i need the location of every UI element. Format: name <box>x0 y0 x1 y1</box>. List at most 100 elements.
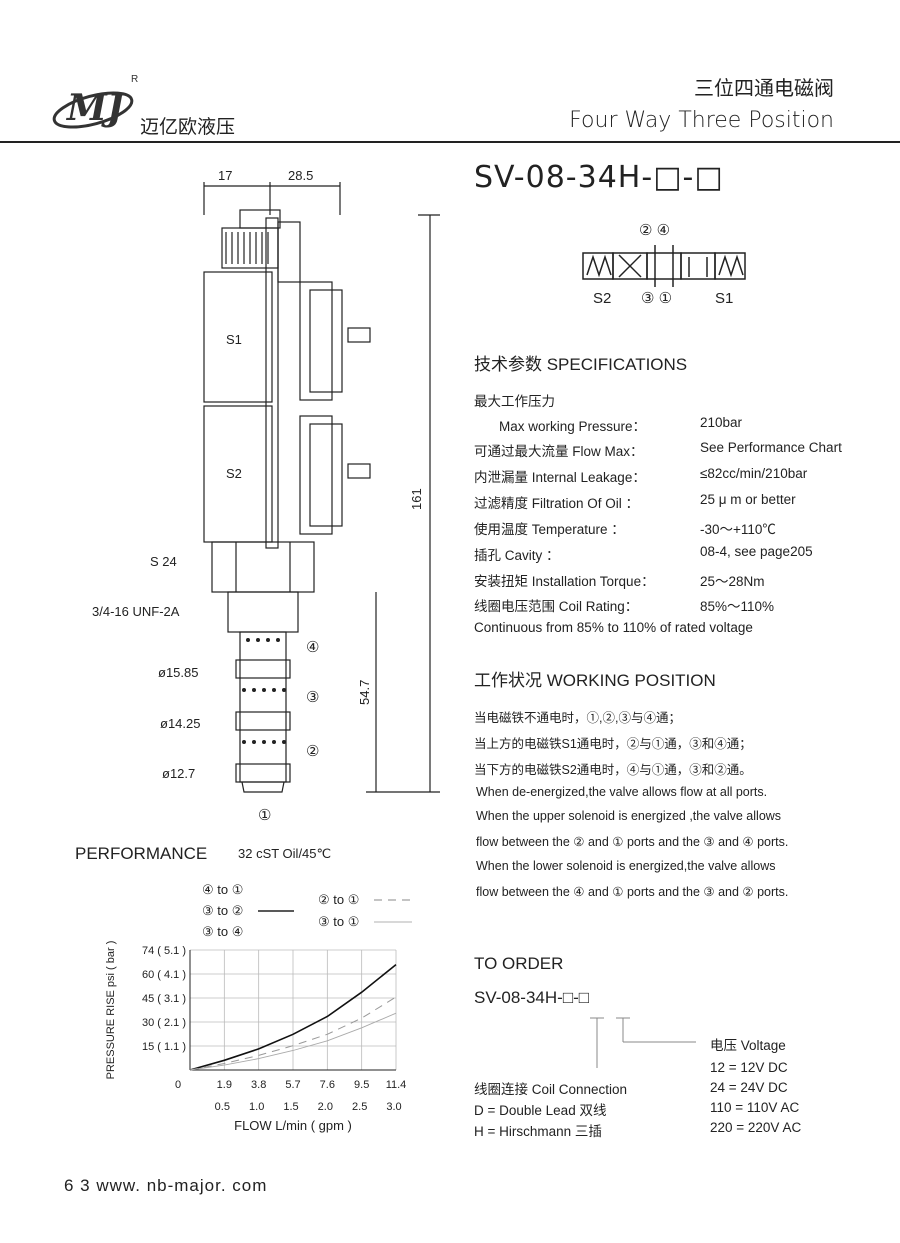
dim-161: 161 <box>409 488 424 510</box>
order-model: SV-08-34H-□-□ <box>474 988 590 1007</box>
legend-label: ③ to ② <box>202 903 243 918</box>
y-tick-label: 15 ( 1.1 ) <box>142 1041 186 1053</box>
working-line: flow between the ④ and ① ports and the ③… <box>476 885 789 899</box>
model-number: SV-08-34H-□-□ <box>474 160 724 195</box>
spec-label: 安装扭矩 Installation Torque： <box>474 574 655 589</box>
dim-17: 17 <box>218 168 232 183</box>
spec-label: 插孔 Cavity ： <box>474 548 560 563</box>
voltage-option: 24 = 24V DC <box>710 1080 788 1095</box>
brand-name: 迈亿欧液压 <box>140 117 236 138</box>
port-3-label: ③ <box>306 689 319 706</box>
y-tick-label: 60 ( 4.1 ) <box>142 969 186 981</box>
x-tick-label-gpm: 2.0 <box>318 1101 333 1113</box>
working-line: flow between the ② and ① ports and the ③… <box>476 835 789 849</box>
x-tick-label: 5.7 <box>285 1079 300 1091</box>
order-leader-lines <box>590 1017 696 1068</box>
voltage-option: 12 = 12V DC <box>710 1060 788 1075</box>
y-tick-label: 74 ( 5.1 ) <box>142 945 186 957</box>
x-tick-label: 9.5 <box>354 1079 369 1091</box>
working-line: When the lower solenoid is energized,the… <box>476 859 776 873</box>
symbol-port-top: ② ④ <box>639 222 670 239</box>
series-line-thin <box>189 1012 397 1071</box>
header-divider <box>0 141 900 143</box>
x-tick-label: 0 <box>175 1079 181 1091</box>
coil-option: D = Double Lead 双线 <box>474 1103 607 1118</box>
x-tick-label: 7.6 <box>320 1079 335 1091</box>
performance-heading: PERFORMANCE <box>75 844 208 863</box>
spec-label: Max working Pressure： <box>499 419 647 434</box>
x-tick-label: 3.8 <box>251 1079 266 1091</box>
legend-label: ② to ① <box>318 892 359 907</box>
voltage-option: 220 = 220V AC <box>710 1120 802 1135</box>
hex-size-label: S 24 <box>150 554 177 569</box>
x-tick-label-gpm: 1.0 <box>249 1101 264 1113</box>
diameter-12-7: ø12.7 <box>162 766 196 781</box>
footer-page-url: 6 3 www. nb-major. com <box>64 1176 268 1195</box>
spec-label: 过滤精度 Filtration Of Oil ： <box>474 496 640 511</box>
symbol-port-bottom: ③ ① <box>641 290 672 307</box>
x-tick-label-gpm: 2.5 <box>352 1101 367 1113</box>
specs-heading: 技术参数 SPECIFICATIONS <box>474 355 688 374</box>
x-tick-label-gpm: 0.5 <box>215 1101 230 1113</box>
performance-chart: ④ to ① ③ to ② ③ to ④ ② to ① ③ to ① 74 ( 5.1 )… <box>105 882 412 1133</box>
spec-label: 内泄漏量 Internal Leakage： <box>474 470 646 485</box>
spec-value: 25 μ m or better <box>700 492 796 507</box>
diameter-14-25: ø14.25 <box>160 716 201 731</box>
series-line-solid <box>189 963 397 1071</box>
x-tick-label: 1.9 <box>217 1079 232 1091</box>
valve-drawing: 17 28.5 S1 S2 S 24 ④ ③ ② ① 161 54.7 <box>150 168 440 824</box>
legend-label: ③ to ① <box>318 914 359 929</box>
x-tick-label-gpm: 3.0 <box>386 1101 401 1113</box>
working-line: 当下方的电磁铁S2通电时，④与①通，③和②通。 <box>474 763 752 777</box>
spec-value: See Performance Chart <box>700 440 842 455</box>
spec-value: 85%～110% <box>700 599 775 614</box>
dim-54-7: 54.7 <box>357 680 372 705</box>
page-title-cn: 三位四通电磁阀 <box>694 78 834 100</box>
diameter-15-85: ø15.85 <box>158 665 199 680</box>
coil-title: 线圈连接 Coil Connection <box>474 1082 628 1097</box>
page-title-en: Four Way Three Position <box>569 108 834 133</box>
y-tick-label: 30 ( 2.1 ) <box>142 1017 186 1029</box>
spec-value: -30～+110℃ <box>700 522 776 537</box>
legend-label: ④ to ① <box>202 882 243 897</box>
spec-value: 210bar <box>700 415 743 430</box>
port-4-label: ④ <box>306 639 319 656</box>
series-line-dashed <box>189 996 397 1071</box>
working-line: 当电磁铁不通电时，①,②,③与④通； <box>474 711 681 725</box>
symbol-s1: S1 <box>715 290 733 307</box>
working-line: 当上方的电磁铁S1通电时，②与①通，③和④通； <box>474 737 752 751</box>
thread-label: 3/4-16 UNF-2A <box>92 604 180 619</box>
order-heading: TO ORDER <box>474 954 564 973</box>
spec-label: 使用温度 Temperature ： <box>474 522 625 537</box>
working-line: When de-energized,the valve allows flow … <box>476 785 768 799</box>
spec-label: 可通过最大流量 Flow Max： <box>474 444 644 459</box>
coil-s1-label: S1 <box>226 332 242 347</box>
voltage-title: 电压 Voltage <box>710 1038 786 1053</box>
x-axis-label: FLOW L/min ( gpm ) <box>234 1118 352 1133</box>
x-tick-label-gpm: 1.5 <box>283 1101 298 1113</box>
symbol-s2: S2 <box>593 290 611 307</box>
spec-label: 最大工作压力 <box>474 394 555 409</box>
voltage-option: 110 = 110V AC <box>710 1100 800 1115</box>
x-tick-label: 11.4 <box>386 1079 407 1091</box>
y-axis-label: PRESSURE RISE psi ( bar ) <box>105 941 117 1080</box>
spec-value: 08-4, see page205 <box>700 544 813 559</box>
working-line: When the upper solenoid is energized ,th… <box>476 809 782 823</box>
performance-condition: 32 cST Oil/45℃ <box>238 846 332 861</box>
hydraulic-symbol: ② ④ S2 ③ ① S1 <box>582 222 746 307</box>
legend-label: ③ to ④ <box>202 924 243 939</box>
y-tick-label: 45 ( 3.1 ) <box>142 993 186 1005</box>
port-1-label: ① <box>258 807 271 824</box>
dim-28-5: 28.5 <box>288 168 313 183</box>
spec-label: 线圈电压范围 Coil Rating： <box>474 599 639 614</box>
working-heading: 工作状况 WORKING POSITION <box>474 671 716 690</box>
svg-text:MJ: MJ <box>65 87 126 129</box>
coil-s2-label: S2 <box>226 466 242 481</box>
spec-value: ≤82cc/min/210bar <box>700 466 808 481</box>
brand-logo: MJ R <box>52 74 138 129</box>
port-2-label: ② <box>306 743 319 760</box>
coil-option: H = Hirschmann 三插 <box>474 1124 602 1139</box>
spec-note: Continuous from 85% to 110% of rated vol… <box>474 620 753 635</box>
svg-text:R: R <box>131 74 138 85</box>
spec-value: 25～28Nm <box>700 574 765 589</box>
